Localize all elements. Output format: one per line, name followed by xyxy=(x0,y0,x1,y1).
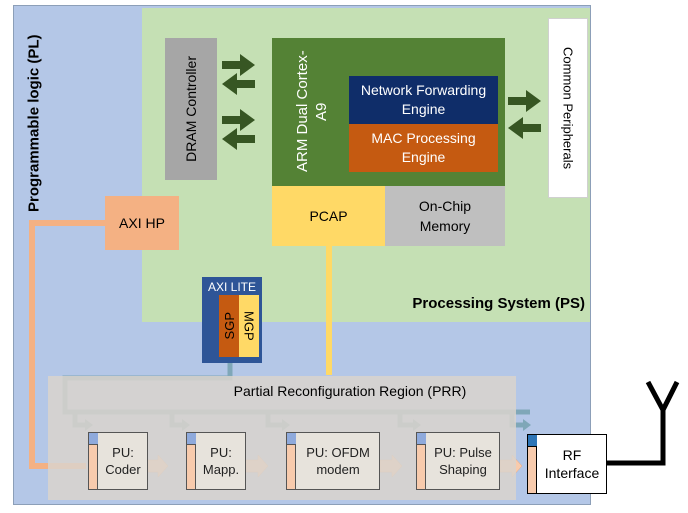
network-label: Network Forwarding Engine xyxy=(360,82,487,117)
rf-label: RF Interface xyxy=(544,447,600,481)
pu-orange-bar xyxy=(287,433,296,489)
ps-label: Processing System (PS) xyxy=(412,295,585,312)
pu-label: PU: Coder xyxy=(105,445,141,477)
rf-blue-square xyxy=(528,435,537,447)
common-peripherals: Common Peripherals xyxy=(548,18,588,198)
pu-blue-square xyxy=(187,433,196,445)
pu-blue-square xyxy=(89,433,98,445)
pu-label: PU: Pulse Shaping xyxy=(434,445,492,477)
mac-label: MAC Processing Engine xyxy=(371,130,476,165)
mac-processing-engine: MAC Processing Engine xyxy=(349,124,498,172)
pu-orange-bar xyxy=(89,433,98,489)
prr-label: Partial Reconfiguration Region (PRR) xyxy=(233,383,467,399)
axi-lite-label: AXI LITE xyxy=(207,280,257,294)
pu-orange-bar xyxy=(187,433,196,489)
rf-interface: RF Interface xyxy=(527,434,607,494)
pu-blue-square xyxy=(287,433,296,445)
pcap-label: PCAP xyxy=(309,208,348,224)
pu-label: PU: Mapp. xyxy=(202,445,240,477)
pu-mapp: PU: Mapp. xyxy=(186,432,246,490)
pcap-block: PCAP xyxy=(272,186,385,246)
mgp-label: MGP xyxy=(241,311,257,341)
peripherals-label: Common Peripherals xyxy=(560,46,576,170)
sgp-label: SGP xyxy=(221,312,237,340)
pu-pulse-shaping: PU: Pulse Shaping xyxy=(416,432,500,490)
pu-ofdm-modem: PU: OFDM modem xyxy=(286,432,380,490)
pu-label: PU: OFDM modem xyxy=(306,445,370,477)
double-arrow-icon xyxy=(222,54,541,150)
onchip-label: On-Chip Memory xyxy=(418,198,472,234)
axi-hp-label: AXI HP xyxy=(119,215,165,231)
pu-coder: PU: Coder xyxy=(88,432,148,490)
pu-blue-square xyxy=(417,433,426,445)
dram-controller: DRAM Controller xyxy=(165,38,217,180)
pu-orange-bar xyxy=(417,433,426,489)
onchip-memory: On-Chip Memory xyxy=(385,186,505,246)
rf-orange-bar xyxy=(528,435,537,493)
antenna-icon xyxy=(605,380,680,466)
axi-hp-block: AXI HP xyxy=(105,196,179,250)
mgp-block: MGP xyxy=(239,295,259,357)
sgp-block: SGP xyxy=(219,295,239,357)
axi-lite-block: AXI LITE SGP MGP xyxy=(202,277,262,363)
network-forwarding-engine: Network Forwarding Engine xyxy=(349,76,498,124)
arm-block: ARM Dual Cortex-A9 Network Forwarding En… xyxy=(272,38,505,186)
